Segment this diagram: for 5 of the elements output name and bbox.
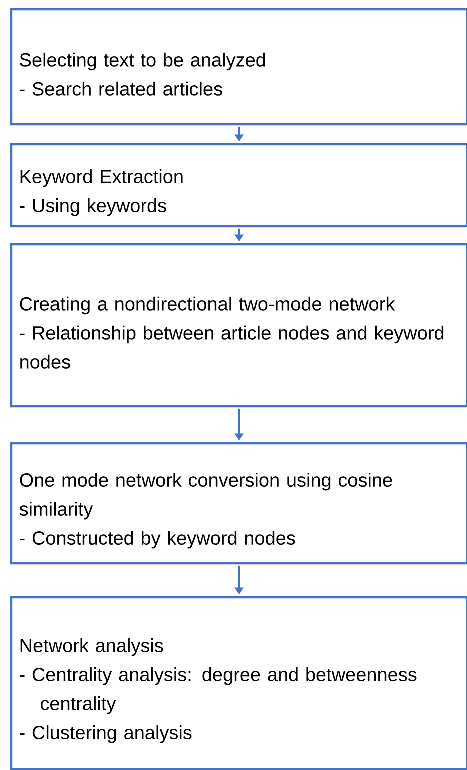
process-box: Keyword Extraction - Using keywords bbox=[10, 143, 467, 228]
process-box: Creating a nondirectional two-mode network - Relationship between article nodes and keyword nodes bbox=[10, 243, 467, 408]
process-box: One mode network conversion using cosine similarity - Constructed by keyword nodes bbox=[10, 442, 467, 565]
process-box: Network analysis - Centrality analysis: degree and betweenness centrality - Clustering analysis bbox=[10, 596, 467, 770]
process-box: Selecting text to be analyzed - Search related articles bbox=[10, 8, 467, 126]
